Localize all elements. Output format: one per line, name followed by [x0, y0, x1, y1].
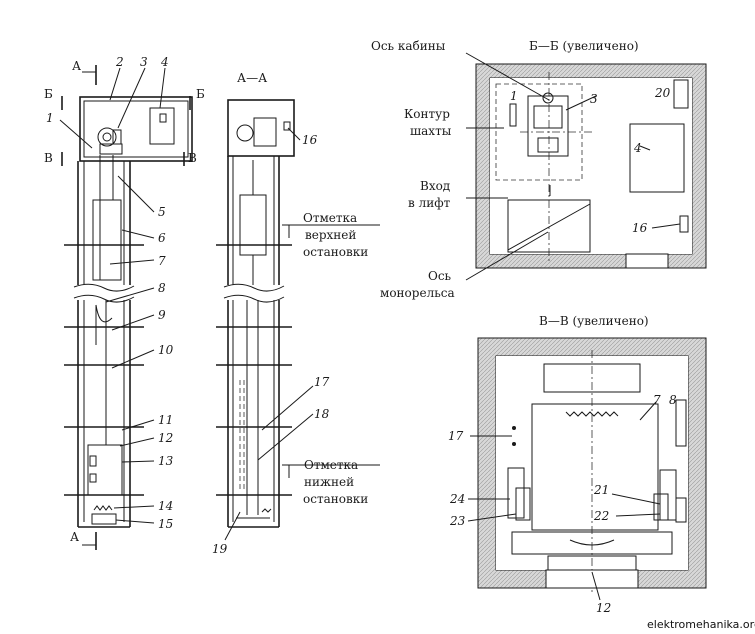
label-4: 4	[160, 55, 169, 69]
vv-platform	[511, 531, 673, 555]
section-aa	[216, 99, 380, 541]
cut-label-a-bottom: А	[70, 530, 79, 544]
cabin-aa	[239, 194, 267, 256]
section-aa-title: А—А	[237, 71, 267, 85]
label-13: 13	[158, 454, 174, 468]
section-bb	[465, 52, 707, 281]
machine-room-aa	[227, 99, 295, 157]
cut-label-b-left: Б	[44, 87, 53, 101]
label-12: 12	[158, 431, 173, 445]
machine-room-inner	[83, 100, 189, 158]
lower-stop-line1: Отметка	[304, 458, 358, 472]
winch-pulley	[97, 127, 117, 147]
watermark: elektromehanika.org	[647, 618, 755, 631]
label-4-bb: 4	[633, 141, 642, 155]
monorail-axis-line2: монорельса	[380, 286, 455, 300]
label-5: 5	[158, 205, 166, 219]
cut-label-v-right: В	[188, 151, 197, 165]
lower-stop-line2: нижней	[304, 475, 354, 489]
cabin-lower	[87, 444, 123, 496]
winch-aa	[236, 124, 254, 142]
label-16-aa: 16	[302, 133, 318, 147]
label-1-bb: 1	[510, 89, 518, 103]
label-24: 24	[449, 492, 465, 506]
label-10: 10	[158, 343, 174, 357]
winch-motor	[112, 129, 122, 145]
label-6: 6	[158, 231, 166, 245]
entrance-line2: в лифт	[408, 196, 451, 210]
bb-entrance	[507, 199, 591, 253]
label-2: 2	[115, 55, 124, 69]
bb-winch	[527, 95, 569, 157]
label-14: 14	[158, 499, 173, 513]
section-vv-title: В—В (увеличено)	[539, 314, 649, 328]
break-line-upper	[73, 283, 135, 292]
shaft-contour-line2: шахты	[410, 124, 452, 138]
label-22: 22	[593, 509, 609, 523]
bb-part-4	[629, 123, 685, 193]
label-7: 7	[158, 254, 166, 268]
lower-stop-line3: остановки	[303, 492, 368, 506]
cabin-lower-door-b	[89, 473, 97, 483]
bb-part-1	[509, 103, 517, 127]
label-1: 1	[46, 111, 54, 125]
cabin-upper	[92, 199, 122, 281]
label-3-bb: 3	[590, 92, 598, 106]
label-20: 20	[654, 86, 671, 100]
label-11: 11	[158, 413, 173, 427]
label-3: 3	[140, 55, 148, 69]
label-9: 9	[158, 308, 166, 322]
winch-hub	[102, 132, 112, 142]
winch-base	[99, 143, 123, 155]
cabin-lower-door-a	[89, 455, 97, 467]
upper-stop-line3: остановки	[303, 245, 368, 259]
cabin-axis-label: Ось кабины	[371, 39, 446, 53]
machine-room-left	[79, 96, 193, 162]
vv-part-8	[675, 399, 687, 447]
section-vv	[467, 337, 707, 601]
upper-stop-line1: Отметка	[303, 211, 357, 225]
front-section	[59, 65, 193, 550]
shaft-contour-line1: Контур	[404, 107, 450, 121]
label-16-bb: 16	[632, 221, 648, 235]
cut-label-a-top: А	[72, 59, 81, 73]
label-7-vv: 7	[653, 393, 661, 407]
vv-cabin	[531, 403, 659, 531]
label-15: 15	[158, 517, 173, 531]
vv-top-beam	[543, 363, 641, 393]
bb-part-20	[673, 79, 689, 109]
label-17: 17	[314, 375, 330, 389]
label-8: 8	[158, 281, 166, 295]
traveling-cable	[95, 304, 113, 323]
cabinet-aa	[253, 117, 277, 147]
control-cabinet-detail	[159, 113, 167, 123]
label-18: 18	[314, 407, 330, 421]
label-21: 21	[593, 483, 609, 497]
bb-shaft-contour	[495, 83, 583, 181]
label-8-vv: 8	[669, 393, 677, 407]
label-17-vv: 17	[448, 429, 464, 443]
cut-label-b-right: Б	[196, 87, 205, 101]
section-bb-title: Б—Б (увеличено)	[529, 39, 639, 53]
label-19: 19	[212, 542, 228, 556]
break-line-lower	[73, 294, 135, 303]
label-12-vv: 12	[596, 601, 611, 615]
cut-label-v-left: В	[44, 151, 53, 165]
control-cabinet	[149, 107, 175, 145]
buffer-base	[91, 513, 117, 525]
upper-stop-line2: верхней	[305, 228, 356, 242]
entrance-line1: Вход	[420, 179, 450, 193]
buffer-springs	[93, 505, 113, 511]
monorail-axis-line1: Ось	[428, 269, 452, 283]
label-23: 23	[449, 514, 466, 528]
cabinet-aa-small	[283, 121, 291, 131]
